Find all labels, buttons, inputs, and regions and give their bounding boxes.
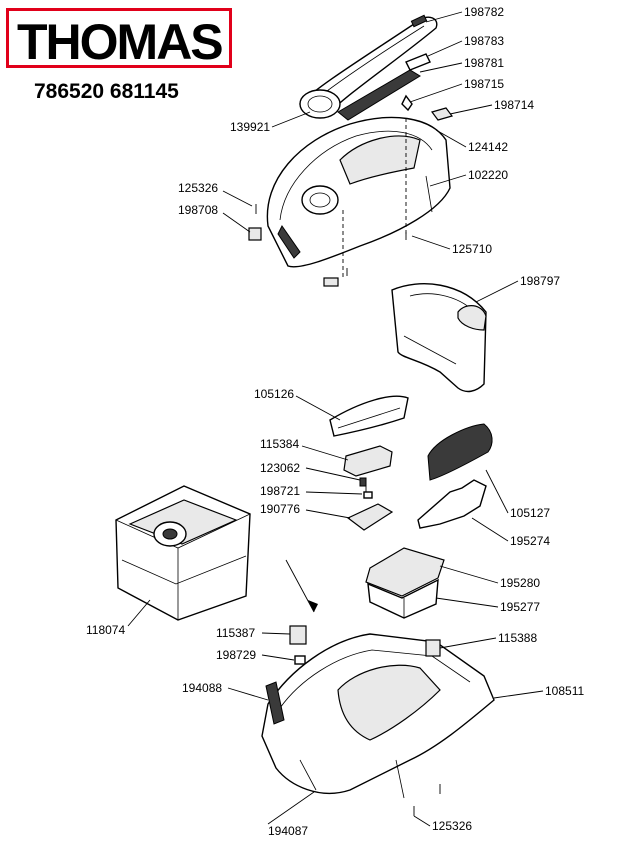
callout-198729: 198729 [216,648,256,662]
callout-195277: 195277 [500,600,540,614]
brand-logo-text: THOMAS [17,14,224,70]
callout-105127: 105127 [510,506,550,520]
plate-part [417,479,487,529]
callout-108511: 108511 [545,684,584,698]
callout-198781: 198781 [464,56,504,70]
callout-105126: 105126 [254,387,294,401]
callout-125326-bottom: 125326 [432,819,472,833]
callout-115387: 115387 [216,626,255,640]
callout-194087: 194087 [268,824,308,838]
callout-118074: 118074 [86,623,125,637]
callout-124142: 124142 [468,140,508,154]
part-198729 [294,655,306,665]
callout-195280: 195280 [500,576,540,590]
leader-lines [127,11,544,827]
water-tank-part [115,485,251,621]
callout-115388: 115388 [498,631,537,645]
assembly-arrow [285,559,315,613]
latch-part-lower [323,277,339,287]
callout-125326-top: 125326 [178,181,218,195]
base-chassis-part [261,633,495,799]
rear-housing-part [391,283,487,393]
callout-198783: 198783 [464,34,504,48]
callout-198715: 198715 [464,77,504,91]
callout-115384: 115384 [260,437,299,451]
part-115387 [289,625,307,645]
callout-labels: 198782 198783 198781 198715 198714 13992… [86,5,584,838]
screw-parts [255,204,441,816]
filter-grille-part [427,423,493,481]
motor-cover-part [329,395,409,437]
handle-part [299,14,438,119]
callout-198797: 198797 [520,274,560,288]
brand-logo: THOMAS [6,8,232,70]
grille-strip-part [337,53,431,121]
callout-198714: 198714 [494,98,534,112]
callout-190776: 190776 [260,502,300,516]
callout-198721: 198721 [260,484,300,498]
filter-box-part [365,547,445,619]
clip-parts [401,94,454,121]
latch-part-198708 [248,227,262,241]
top-cover-part [266,116,451,268]
callout-198708: 198708 [178,203,218,217]
callout-195274: 195274 [510,534,550,548]
electronics-parts [343,445,394,531]
callout-123062: 123062 [260,461,300,475]
model-numbers: 786520 681145 [34,80,179,103]
callout-102220: 102220 [468,168,508,182]
callout-194088: 194088 [182,681,222,695]
callout-125710: 125710 [452,242,492,256]
callout-198782: 198782 [464,5,504,19]
callout-139921: 139921 [230,120,270,134]
arrow-head [308,600,318,612]
